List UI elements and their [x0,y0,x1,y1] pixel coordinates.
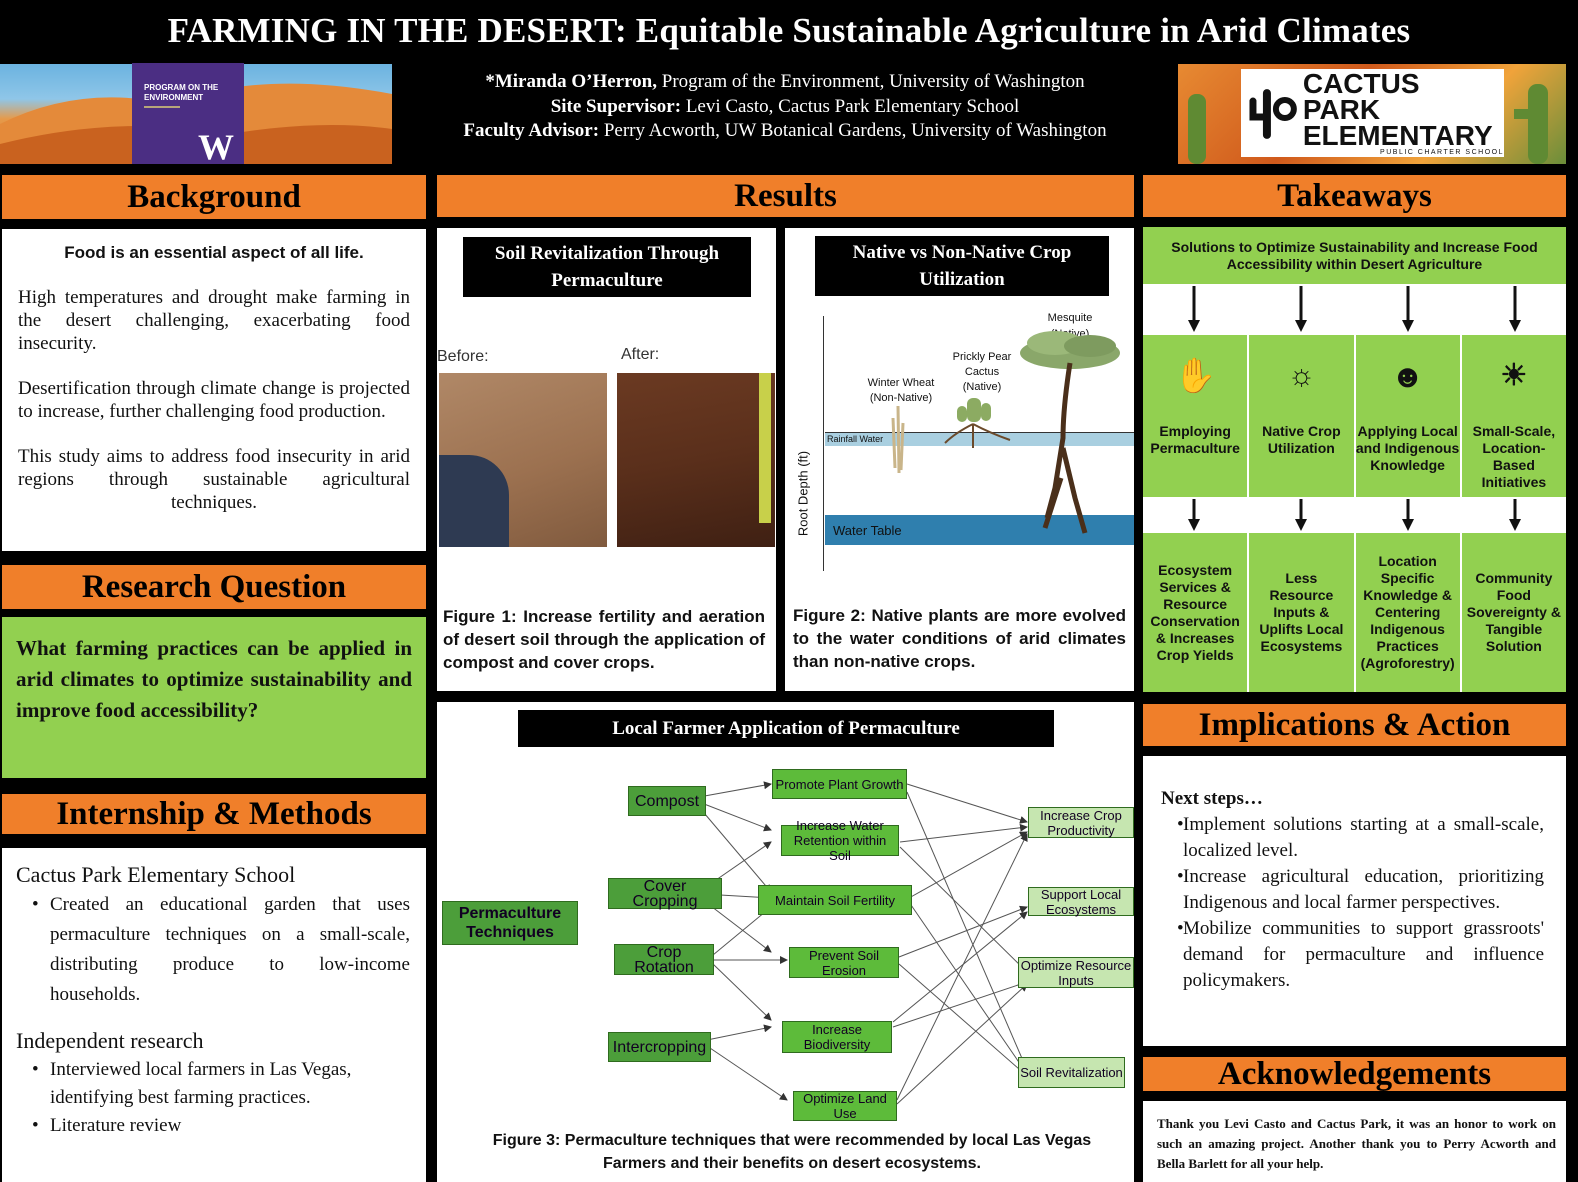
banner-arrows [1188,286,1521,332]
acknowledgements-text: Thank you Levi Casto and Cactus Park, it… [1143,1101,1566,1182]
solution-permaculture: ✋ Employing Permaculture [1143,335,1248,497]
background-lead: Food is an essential aspect of all life. [64,243,364,262]
benefit-land-use: Optimize Land Use [793,1091,897,1121]
technique-cover-cropping: Cover Cropping [608,878,722,909]
outcome-crop-productivity: Increase Crop Productivity [1028,807,1134,838]
implications-heading: Implications & Action [1143,704,1566,746]
methods-sub1: Cactus Park Elementary School [16,862,296,887]
results-heading: Results [437,175,1134,217]
cactus-park-logo: CACTUS PARK ELEMENTARY PUBLIC CHARTER SC… [1241,69,1504,157]
after-label: After: [621,346,660,363]
author-label: *Miranda O’Herron, [485,71,657,92]
before-soil-image [439,373,607,547]
background-heading: Background [2,175,426,219]
uw-logo-mark: W [198,127,234,167]
solution-arrows [1188,499,1521,531]
benefit-soil-fertility: Maintain Soil Fertility [758,885,912,915]
results-row: Ecosystem Services & Resource Conservati… [1143,533,1566,692]
uw-logo-line2: ENVIRONMENT [144,93,204,102]
before-label: Before: [437,348,489,365]
hand-plant-icon: ✋ [1173,357,1217,395]
methods-bullet1: Created an educational garden that uses … [16,890,410,1010]
implications-panel: Next steps… Implement solutions starting… [1143,756,1566,1046]
result-less-inputs: Less Resource Inputs & Uplifts Local Eco… [1249,533,1354,692]
site-text: Levi Casto, Cactus Park Elementary Schoo… [681,95,1020,117]
figure3-caption: Figure 3: Permaculture techniques that w… [492,1132,1092,1172]
faculty-label: Faculty Advisor: [463,120,600,141]
benefit-promote-growth: Promote Plant Growth [772,769,907,799]
methods-heading: Internship & Methods [2,794,426,834]
water-table-label: Water Table [833,523,902,538]
acknowledgements-heading: Acknowledgements [1143,1056,1566,1092]
rainfall-label: Rainfall Water [827,434,884,444]
prickly-pear-label: Prickly Pear Cactus (Native) [952,351,1012,393]
permaculture-flow-arrows [698,781,1028,1105]
takeaways-panel: Solutions to Optimize Sustainability and… [1143,227,1566,692]
wheat-label: Winter Wheat (Non-Native) [867,377,935,404]
benefit-water-retention: Increase Water Retention within Soil [781,818,899,863]
poster-title: FARMING IN THE DESERT: Equitable Sustain… [167,11,1411,50]
figure1-panel: Soil Revitalization Through Permaculture… [437,228,776,691]
figure1-title: Soil Revitalization Through Permaculture [463,237,751,297]
result-ecosystem-services: Ecosystem Services & Resource Conservati… [1143,533,1248,692]
methods-bullet3: Literature review [16,1112,410,1140]
background-p1: High temperatures and drought make farmi… [18,287,410,354]
head-idea-icon: ☻ [1390,358,1425,394]
cactus-logo-icon [1249,89,1297,139]
technique-intercropping: Intercropping [608,1032,711,1062]
outcome-local-ecosystems: Support Local Ecosystems [1028,887,1134,917]
methods-bullet2: Interviewed local farmers in Las Vegas, … [16,1056,410,1112]
research-question: What farming practices can be applied in… [2,617,426,778]
outcome-soil-revitalization: Soil Revitalization [1018,1057,1125,1088]
figure2-caption: Figure 2: Native plants are more evolved… [793,606,1126,671]
benefit-prevent-erosion: Prevent Soil Erosion [789,947,899,978]
figure3-title: Local Farmer Application of Permaculture [518,710,1054,747]
solution-indigenous-knowledge: ☻ Applying Local and Indigenous Knowledg… [1355,335,1460,497]
uw-program-logo: PROGRAM ON THE ENVIRONMENT W [132,63,244,167]
author-block: *Miranda O’Herron, Program of the Enviro… [392,70,1178,144]
implications-bullet2: Increase agricultural education, priorit… [1161,864,1544,916]
methods-sub2: Independent research [16,1028,204,1053]
figure2-title: Native vs Non-Native Crop Utilization [815,236,1109,296]
methods-panel: Cactus Park Elementary School Created an… [2,848,426,1182]
result-location-knowledge: Location Specific Knowledge & Centering … [1355,533,1460,692]
solution-native-crop: ☼ Native Crop Utilization [1249,335,1354,497]
background-p2: Desertification through climate change i… [18,378,410,422]
permaculture-techniques-node: Permaculture Techniques [442,901,578,945]
cp-logo-line2: ELEMENTARY [1302,119,1493,151]
root-depth-axis [823,316,824,571]
solutions-row: ✋ Employing Permaculture ☼ Native Crop U… [1143,335,1566,497]
solution-small-scale: ☀ Small-Scale, Location-Based Initiative… [1461,335,1566,497]
cp-logo-line3: PUBLIC CHARTER SCHOOL [1380,148,1504,156]
root-depth-illustration [891,331,1120,534]
figure1-caption: Figure 1: Increase fertility and aeratio… [443,607,765,672]
background-panel: Food is an essential aspect of all life.… [2,229,426,551]
figure2-panel: Native vs Non-Native Crop Utilization Ra… [785,228,1134,691]
takeaways-banner: Solutions to Optimize Sustainability and… [1143,227,1566,284]
uw-logo-line1: PROGRAM ON THE [144,83,219,92]
farm-field-icon: ☀ [1500,359,1528,392]
implications-bullet3: Mobilize communities to support grassroo… [1161,916,1544,994]
cp-logo-line1: CACTUS PARK [1302,67,1420,125]
figure3-panel: Local Farmer Application of Permaculture [437,702,1134,1182]
faculty-text: Perry Acworth, UW Botanical Gardens, Uni… [599,120,1107,141]
research-heading: Research Question [2,565,426,609]
result-food-sovereignty: Community Food Sovereignty & Tangible So… [1461,533,1566,692]
background-p3: This study aims to address food insecuri… [18,446,410,513]
site-label: Site Supervisor: [550,95,682,117]
technique-compost: Compost [628,786,706,816]
author-text: Program of the Environment, University o… [657,71,1085,92]
implications-lead: Next steps… [1161,788,1263,809]
benefit-biodiversity: Increase Biodiversity [782,1021,892,1053]
after-soil-image [617,373,775,547]
takeaways-heading: Takeaways [1143,175,1566,217]
technique-crop-rotation: Crop Rotation [614,944,714,975]
outcome-resource-inputs: Optimize Resource Inputs [1018,957,1134,988]
cactus-sun-icon: ☼ [1287,359,1316,392]
implications-bullet1: Implement solutions starting at a small-… [1161,812,1544,864]
